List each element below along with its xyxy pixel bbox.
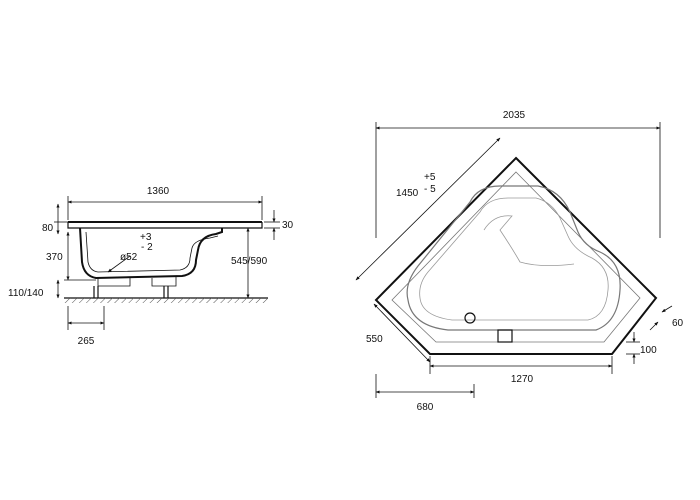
plan-view: 2035 1450 +5 - 5 550 1270 680 <box>355 110 684 413</box>
drain-callout: +3 - 2 ø52 <box>107 232 153 273</box>
dimension-inner-depth: 370 <box>46 231 96 281</box>
floor-line <box>64 297 268 303</box>
dimension-rim-depth: 60 <box>649 305 684 331</box>
dimension-total-height: 545/590 <box>222 227 268 299</box>
tub-feet <box>93 286 169 298</box>
dimension-front-length: 1270 <box>429 356 613 385</box>
dimension-label-front-offset: 680 <box>417 402 434 413</box>
drain-diameter-label: ø52 <box>120 252 138 263</box>
diagonal-tolerance-minus: - 5 <box>424 184 436 195</box>
overflow-box <box>497 329 513 343</box>
dimension-label-corner-depth: 100 <box>640 345 657 356</box>
side-view: 1360 80 30 370 110/140 <box>8 186 294 347</box>
tub-side-profile <box>67 221 263 287</box>
dimension-overall-length: 1360 <box>67 186 263 220</box>
dimension-drain-offset: 265 <box>67 306 105 347</box>
dimension-label-foot-height: 110/140 <box>8 288 44 299</box>
dimension-label-rim-height: 80 <box>42 223 54 234</box>
dimension-corner-depth: 100 <box>626 332 657 364</box>
dimension-short-side: 550 <box>366 303 431 363</box>
dimension-rim-height: 80 <box>42 203 68 235</box>
dimension-label-inner-depth: 370 <box>46 252 63 263</box>
drain-tolerance-plus: +3 <box>140 232 152 243</box>
dimension-label-overall-width: 2035 <box>503 110 526 121</box>
diagonal-tolerance-plus: +5 <box>424 172 436 183</box>
dimension-label-front-length: 1270 <box>511 374 534 385</box>
dimension-label-total-height: 545/590 <box>231 256 268 267</box>
dimension-label-drain-offset: 265 <box>78 336 95 347</box>
dimension-rim-thickness: 30 <box>264 210 294 240</box>
drain-tolerance-minus: - 2 <box>141 242 153 253</box>
dimension-diagonal-length: 1450 +5 - 5 <box>355 137 501 281</box>
dimension-label-short-side: 550 <box>366 334 383 345</box>
dimension-foot-height: 110/140 <box>8 279 60 299</box>
dimension-label-diagonal-length: 1450 <box>396 188 419 199</box>
dimension-label-rim-thickness: 30 <box>282 220 294 231</box>
drain-icon <box>464 312 476 324</box>
tub-inner-rim <box>391 171 641 343</box>
tub-bowl-outer <box>406 185 621 331</box>
dimension-label-rim-depth: 60 <box>672 318 684 329</box>
tub-bowl-inner <box>419 197 609 321</box>
dimension-front-offset: 680 <box>375 374 475 413</box>
tub-seat-line <box>483 215 575 266</box>
dimension-label-overall-length: 1360 <box>147 186 170 197</box>
